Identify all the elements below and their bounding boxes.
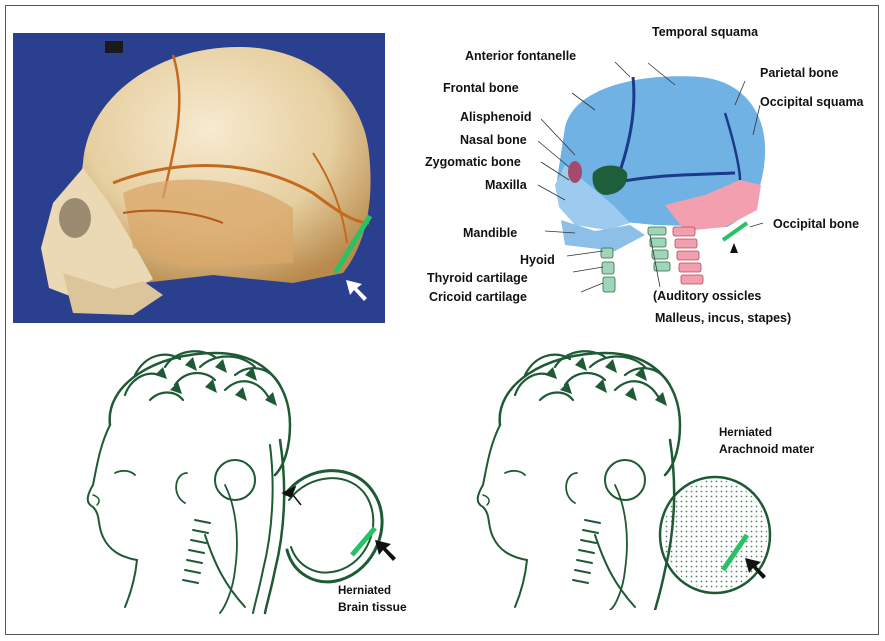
ear-outline <box>176 473 187 503</box>
sac-outer <box>285 471 382 582</box>
label-maxilla: Maxilla <box>485 178 527 192</box>
label-zygomatic-bone: Zygomatic bone <box>425 155 521 169</box>
label-herniated-right: Herniated <box>719 426 772 440</box>
label-parietal-bone: Parietal bone <box>760 66 839 80</box>
face-profile <box>88 425 137 607</box>
label-temporal-squama: Temporal squama <box>652 25 758 39</box>
nose-line <box>93 495 99 505</box>
diagram-arrowhead-icon <box>730 243 738 253</box>
sac-inner <box>289 478 373 572</box>
skull-diagram <box>535 55 795 310</box>
label-occipital-bone: Occipital bone <box>773 217 859 231</box>
label-hyoid: Hyoid <box>520 253 555 267</box>
eye-line <box>505 471 525 475</box>
label-frontal-bone: Frontal bone <box>443 81 519 95</box>
label-anterior-fontanelle: Anterior fontanelle <box>465 49 576 63</box>
skull-photo-panel <box>13 33 385 323</box>
label-cricoid-cartilage: Cricoid cartilage <box>429 290 527 304</box>
label-auditory-ossicles: (Auditory ossicles <box>653 289 761 303</box>
label-ossicle-names: Malleus, incus, stapes) <box>655 311 791 325</box>
vertebra-ridges <box>183 520 210 583</box>
eye-line <box>115 471 135 475</box>
label-herniated-left: Herniated <box>338 584 391 598</box>
neck-line <box>205 535 245 607</box>
brainstem <box>610 485 627 610</box>
drawing-herniated-arachnoid <box>465 345 780 610</box>
orbit <box>59 198 91 238</box>
label-brain-tissue: Brain tissue <box>338 600 407 614</box>
face-profile <box>478 425 527 607</box>
photo-scale-tag <box>105 41 123 53</box>
label-nasal-bone: Nasal bone <box>460 133 527 147</box>
arachnoid-sac-fill <box>663 480 767 590</box>
label-thyroid-cartilage: Thyroid cartilage <box>427 271 528 285</box>
label-alisphenoid: Alisphenoid <box>460 110 532 124</box>
label-occipital-squama: Occipital squama <box>760 95 864 109</box>
neck-line <box>595 535 635 607</box>
nose-line <box>483 495 489 505</box>
cervical-vertebrae <box>673 227 703 284</box>
ear-outline <box>566 473 577 503</box>
drawing-herniated-brain <box>75 345 410 615</box>
cerebellum <box>605 460 645 500</box>
label-arachnoid-mater: Arachnoid mater <box>719 442 814 456</box>
orbit-shape <box>568 161 582 183</box>
hair-strands <box>515 351 670 400</box>
label-mandible: Mandible <box>463 226 517 240</box>
spine-canal-inner <box>253 445 273 613</box>
hair-strands <box>125 351 280 400</box>
cerebellum <box>215 460 255 500</box>
vertebra-ridges <box>573 520 600 583</box>
left-arrow-icon <box>375 540 396 561</box>
